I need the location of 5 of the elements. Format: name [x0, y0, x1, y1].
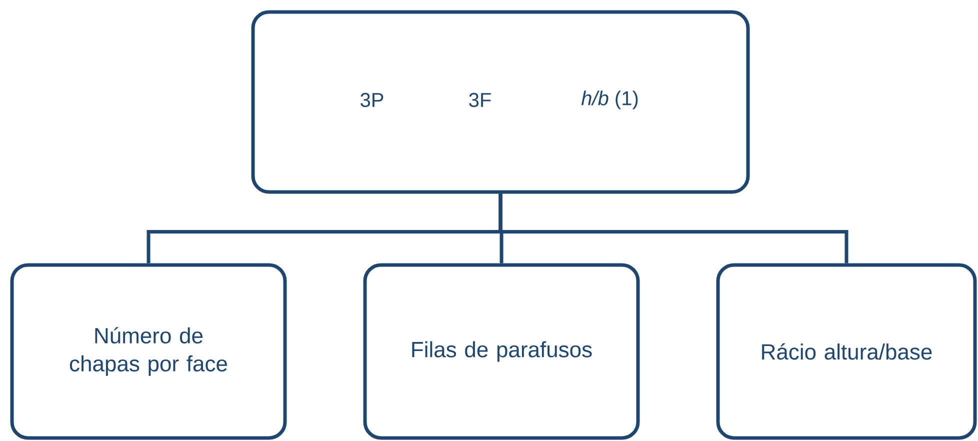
process-box: 3P 3F h/b (1): [251, 10, 750, 194]
process-box: Número de chapas por face: [10, 263, 287, 440]
process-box: Rácio altura/base: [716, 263, 977, 440]
connector-line: [498, 194, 848, 264]
process-box: Filas de parafusos: [363, 263, 640, 440]
